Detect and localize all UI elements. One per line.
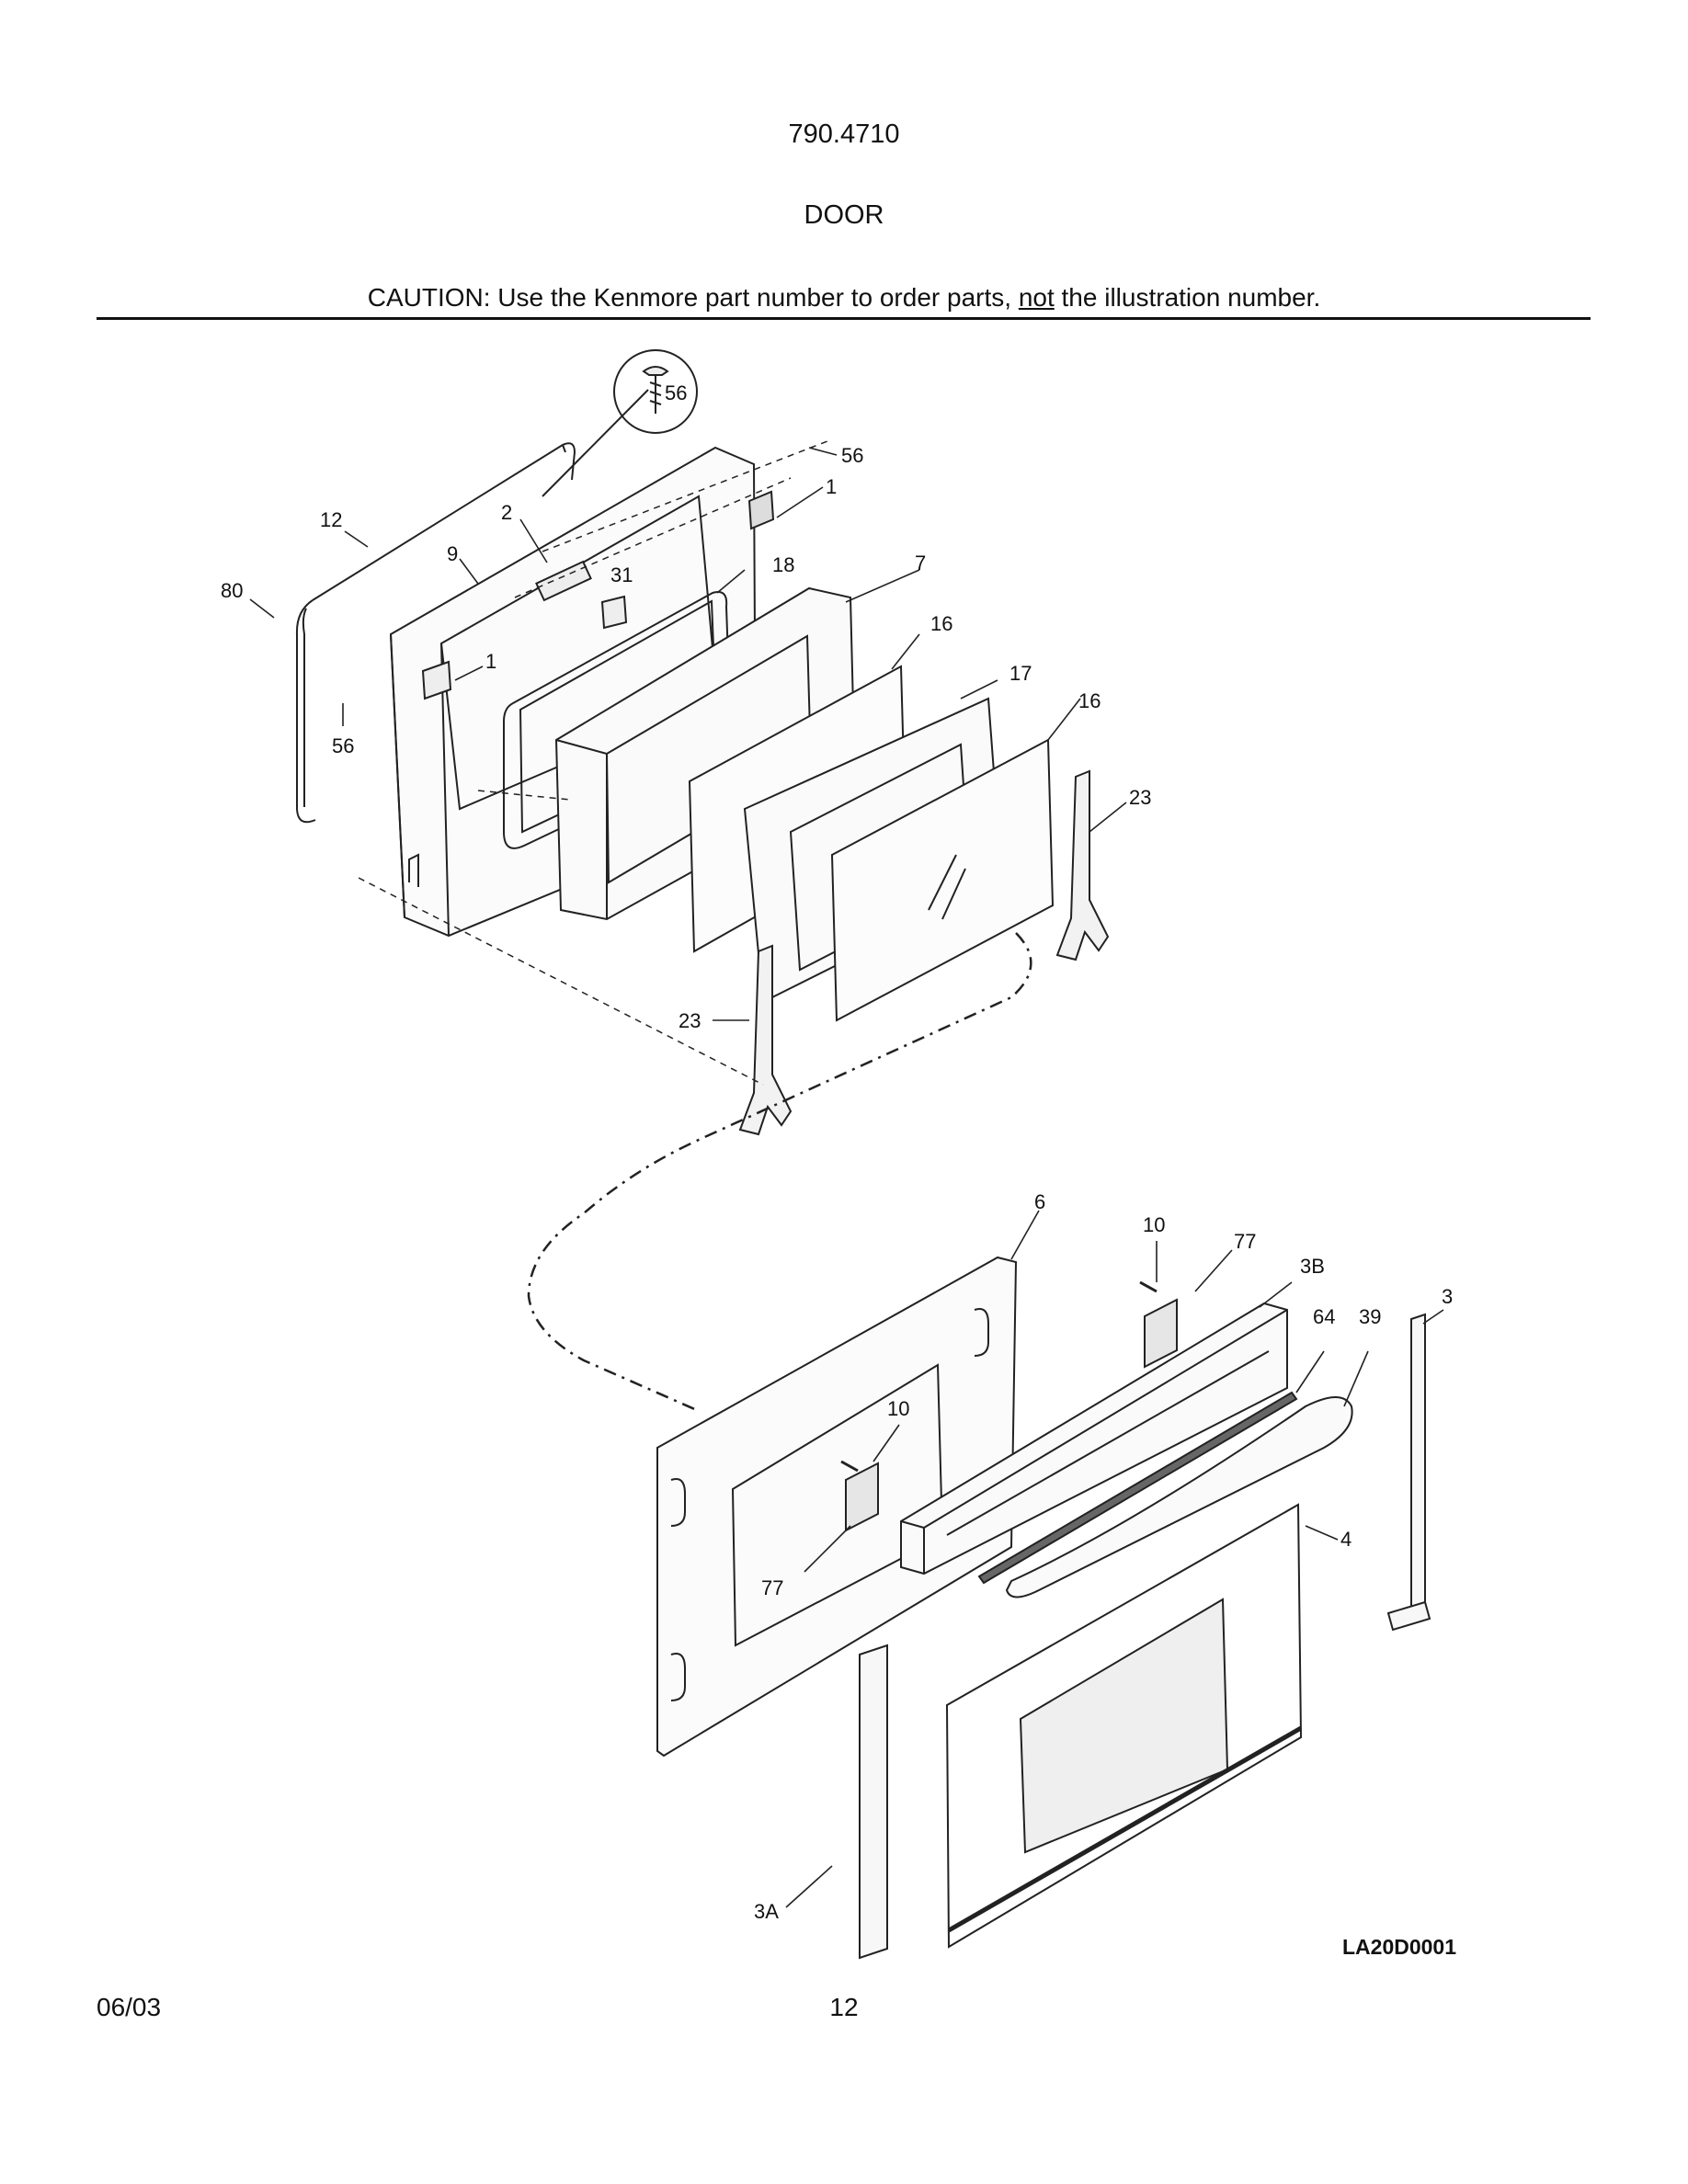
caution-text-start: CAUTION: Use the Kenmore part number to … bbox=[367, 283, 1019, 312]
callout-9: 9 bbox=[447, 542, 458, 565]
callout-4: 4 bbox=[1340, 1528, 1352, 1551]
page-number: 12 bbox=[829, 1993, 859, 2021]
callout-6: 6 bbox=[1034, 1190, 1045, 1213]
callout-80: 80 bbox=[221, 579, 243, 602]
door-handle bbox=[1005, 1396, 1353, 1598]
outer-door-panel bbox=[945, 1503, 1303, 1949]
callout-leaders bbox=[249, 447, 1444, 1908]
caution-text-end: the illustration number. bbox=[1054, 283, 1321, 312]
callout-77-top: 77 bbox=[1234, 1230, 1256, 1253]
header-divider bbox=[97, 317, 1591, 320]
section-title: DOOR bbox=[804, 200, 884, 230]
caution-notice: CAUTION: Use the Kenmore part number to … bbox=[0, 283, 1688, 313]
callout-2: 2 bbox=[501, 501, 512, 524]
glass-panels bbox=[688, 665, 1055, 1022]
screw-detail-circle bbox=[542, 349, 698, 497]
callout-3: 3 bbox=[1442, 1285, 1453, 1308]
dashed-guides bbox=[358, 440, 828, 1086]
callout-16-b: 16 bbox=[1078, 689, 1101, 712]
hinge-bracket-top-part bbox=[421, 490, 775, 700]
callout-17: 17 bbox=[1009, 662, 1032, 685]
callout-3a: 3A bbox=[754, 1900, 779, 1923]
callout-56-detail: 56 bbox=[665, 381, 687, 404]
hinge-plates-lower bbox=[840, 1280, 1178, 1532]
top-trim bbox=[900, 1302, 1288, 1575]
door-gasket bbox=[295, 442, 576, 824]
callout-56-left: 56 bbox=[332, 734, 354, 757]
diagram-code: LA20D0001 bbox=[1342, 1935, 1456, 1959]
callout-64: 64 bbox=[1313, 1305, 1335, 1328]
callout-3b: 3B bbox=[1300, 1255, 1325, 1278]
callout-56-top: 56 bbox=[841, 444, 863, 467]
assembly-link-line bbox=[527, 932, 1032, 1413]
callout-10-mid: 10 bbox=[887, 1397, 909, 1420]
callout-1-top: 1 bbox=[826, 475, 837, 498]
callout-18: 18 bbox=[772, 553, 794, 576]
side-trims bbox=[859, 1313, 1431, 1960]
callout-77-mid: 77 bbox=[761, 1576, 783, 1599]
callout-39: 39 bbox=[1359, 1305, 1381, 1328]
model-number: 790.4710 bbox=[788, 119, 900, 149]
callout-23-right: 23 bbox=[1129, 786, 1151, 809]
callout-10-top: 10 bbox=[1143, 1213, 1165, 1236]
callout-31: 31 bbox=[610, 563, 633, 586]
callout-12: 12 bbox=[320, 508, 342, 531]
callout-1-left: 1 bbox=[485, 650, 496, 673]
caution-emphasis: not bbox=[1018, 283, 1055, 312]
door-gasket-strip bbox=[977, 1391, 1298, 1585]
callout-23-left: 23 bbox=[679, 1009, 701, 1032]
revision-date: 06/03 bbox=[97, 1993, 162, 2021]
callout-7: 7 bbox=[915, 552, 926, 574]
hinge-assemblies bbox=[738, 769, 1110, 1136]
callout-16-a: 16 bbox=[930, 612, 952, 635]
